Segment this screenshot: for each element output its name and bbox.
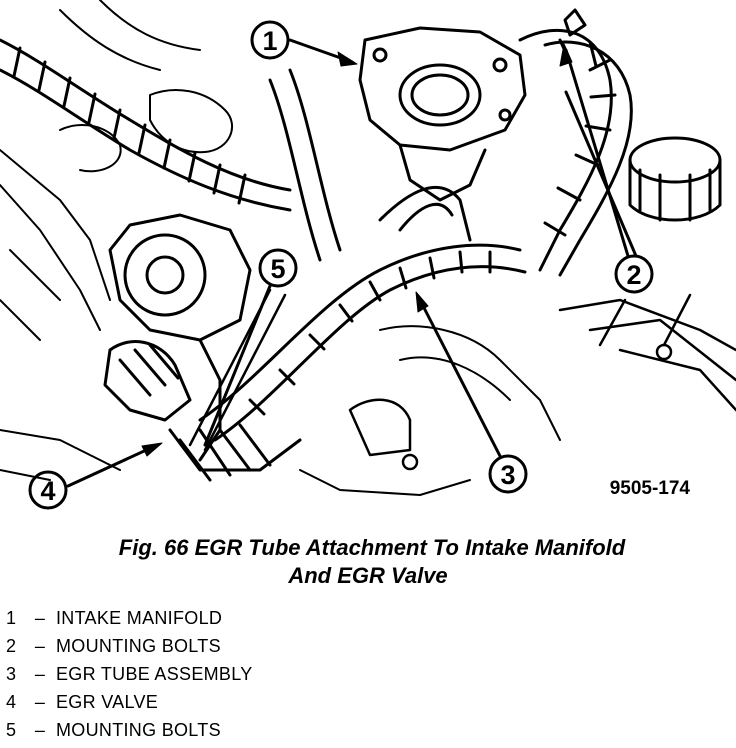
- callout-2: [564, 48, 654, 294]
- callout-4-label: 4: [40, 476, 55, 506]
- egr-tube-assembly: [198, 243, 527, 442]
- legend-item-text: EGR TUBE ASSEMBLY: [56, 663, 253, 684]
- legend-item-number: 1: [6, 607, 17, 628]
- legend-item-dash: –: [34, 635, 46, 656]
- legend-item: 5 – MOUNTING BOLTS: [6, 716, 726, 744]
- legend-item-text: MOUNTING BOLTS: [56, 635, 221, 656]
- callout-5: [203, 248, 298, 447]
- caption-line-1: Fig. 66 EGR Tube Attachment To Intake Ma…: [118, 535, 626, 560]
- legend-item-dash: –: [34, 691, 46, 712]
- intake-manifold: [358, 26, 527, 202]
- figure-id-label: 9505-174: [610, 478, 691, 499]
- callout-2-label: 2: [626, 260, 641, 290]
- legend-item: 1 – INTAKE MANIFOLD: [6, 604, 726, 632]
- diagram-figure: 1 2 3 4 5 9505-174: [0, 0, 736, 510]
- legend-item-number: 4: [6, 691, 17, 712]
- legend-item-number: 2: [6, 635, 17, 656]
- mounting-bracket-right: [558, 293, 736, 412]
- parts-legend: 1 – INTAKE MANIFOLD 2 – MOUNTING BOLTS 3…: [6, 604, 726, 744]
- vacuum-hose: [268, 68, 472, 262]
- wiring-harness-left: [0, 38, 292, 212]
- legend-item: 3 – EGR TUBE ASSEMBLY: [6, 660, 726, 688]
- legend-item: 4 – EGR VALVE: [6, 688, 726, 716]
- figure-caption: Fig. 66 EGR Tube Attachment To Intake Ma…: [0, 534, 736, 590]
- legend-item: 2 – MOUNTING BOLTS: [6, 632, 726, 660]
- legend-item-text: INTAKE MANIFOLD: [56, 607, 223, 628]
- fluid-reservoir-cap: [628, 136, 722, 222]
- engine-background-left: [0, 0, 234, 341]
- caption-line-2: And EGR Valve: [288, 563, 448, 588]
- legend-item-dash: –: [34, 607, 46, 628]
- engine-illustration: 1 2 3 4 5 9505-174: [0, 0, 736, 510]
- callout-1-label: 1: [262, 26, 277, 56]
- egr-valve: [103, 340, 302, 482]
- legend-item-number: 5: [6, 719, 17, 740]
- engine-background-right: [0, 325, 561, 496]
- legend-item-dash: –: [34, 663, 46, 684]
- mounting-bolts-egr: [188, 288, 419, 471]
- pulley-assembly: [108, 213, 252, 462]
- legend-item-text: MOUNTING BOLTS: [56, 719, 221, 740]
- callout-3: [418, 298, 528, 494]
- callout-5-label: 5: [270, 254, 285, 284]
- wiring-harness-right: [518, 8, 633, 277]
- legend-item-number: 3: [6, 663, 17, 684]
- legend-item-dash: –: [34, 719, 46, 740]
- callout-3-label: 3: [500, 460, 515, 490]
- callout-4: [28, 444, 157, 510]
- legend-item-text: EGR VALVE: [56, 691, 159, 712]
